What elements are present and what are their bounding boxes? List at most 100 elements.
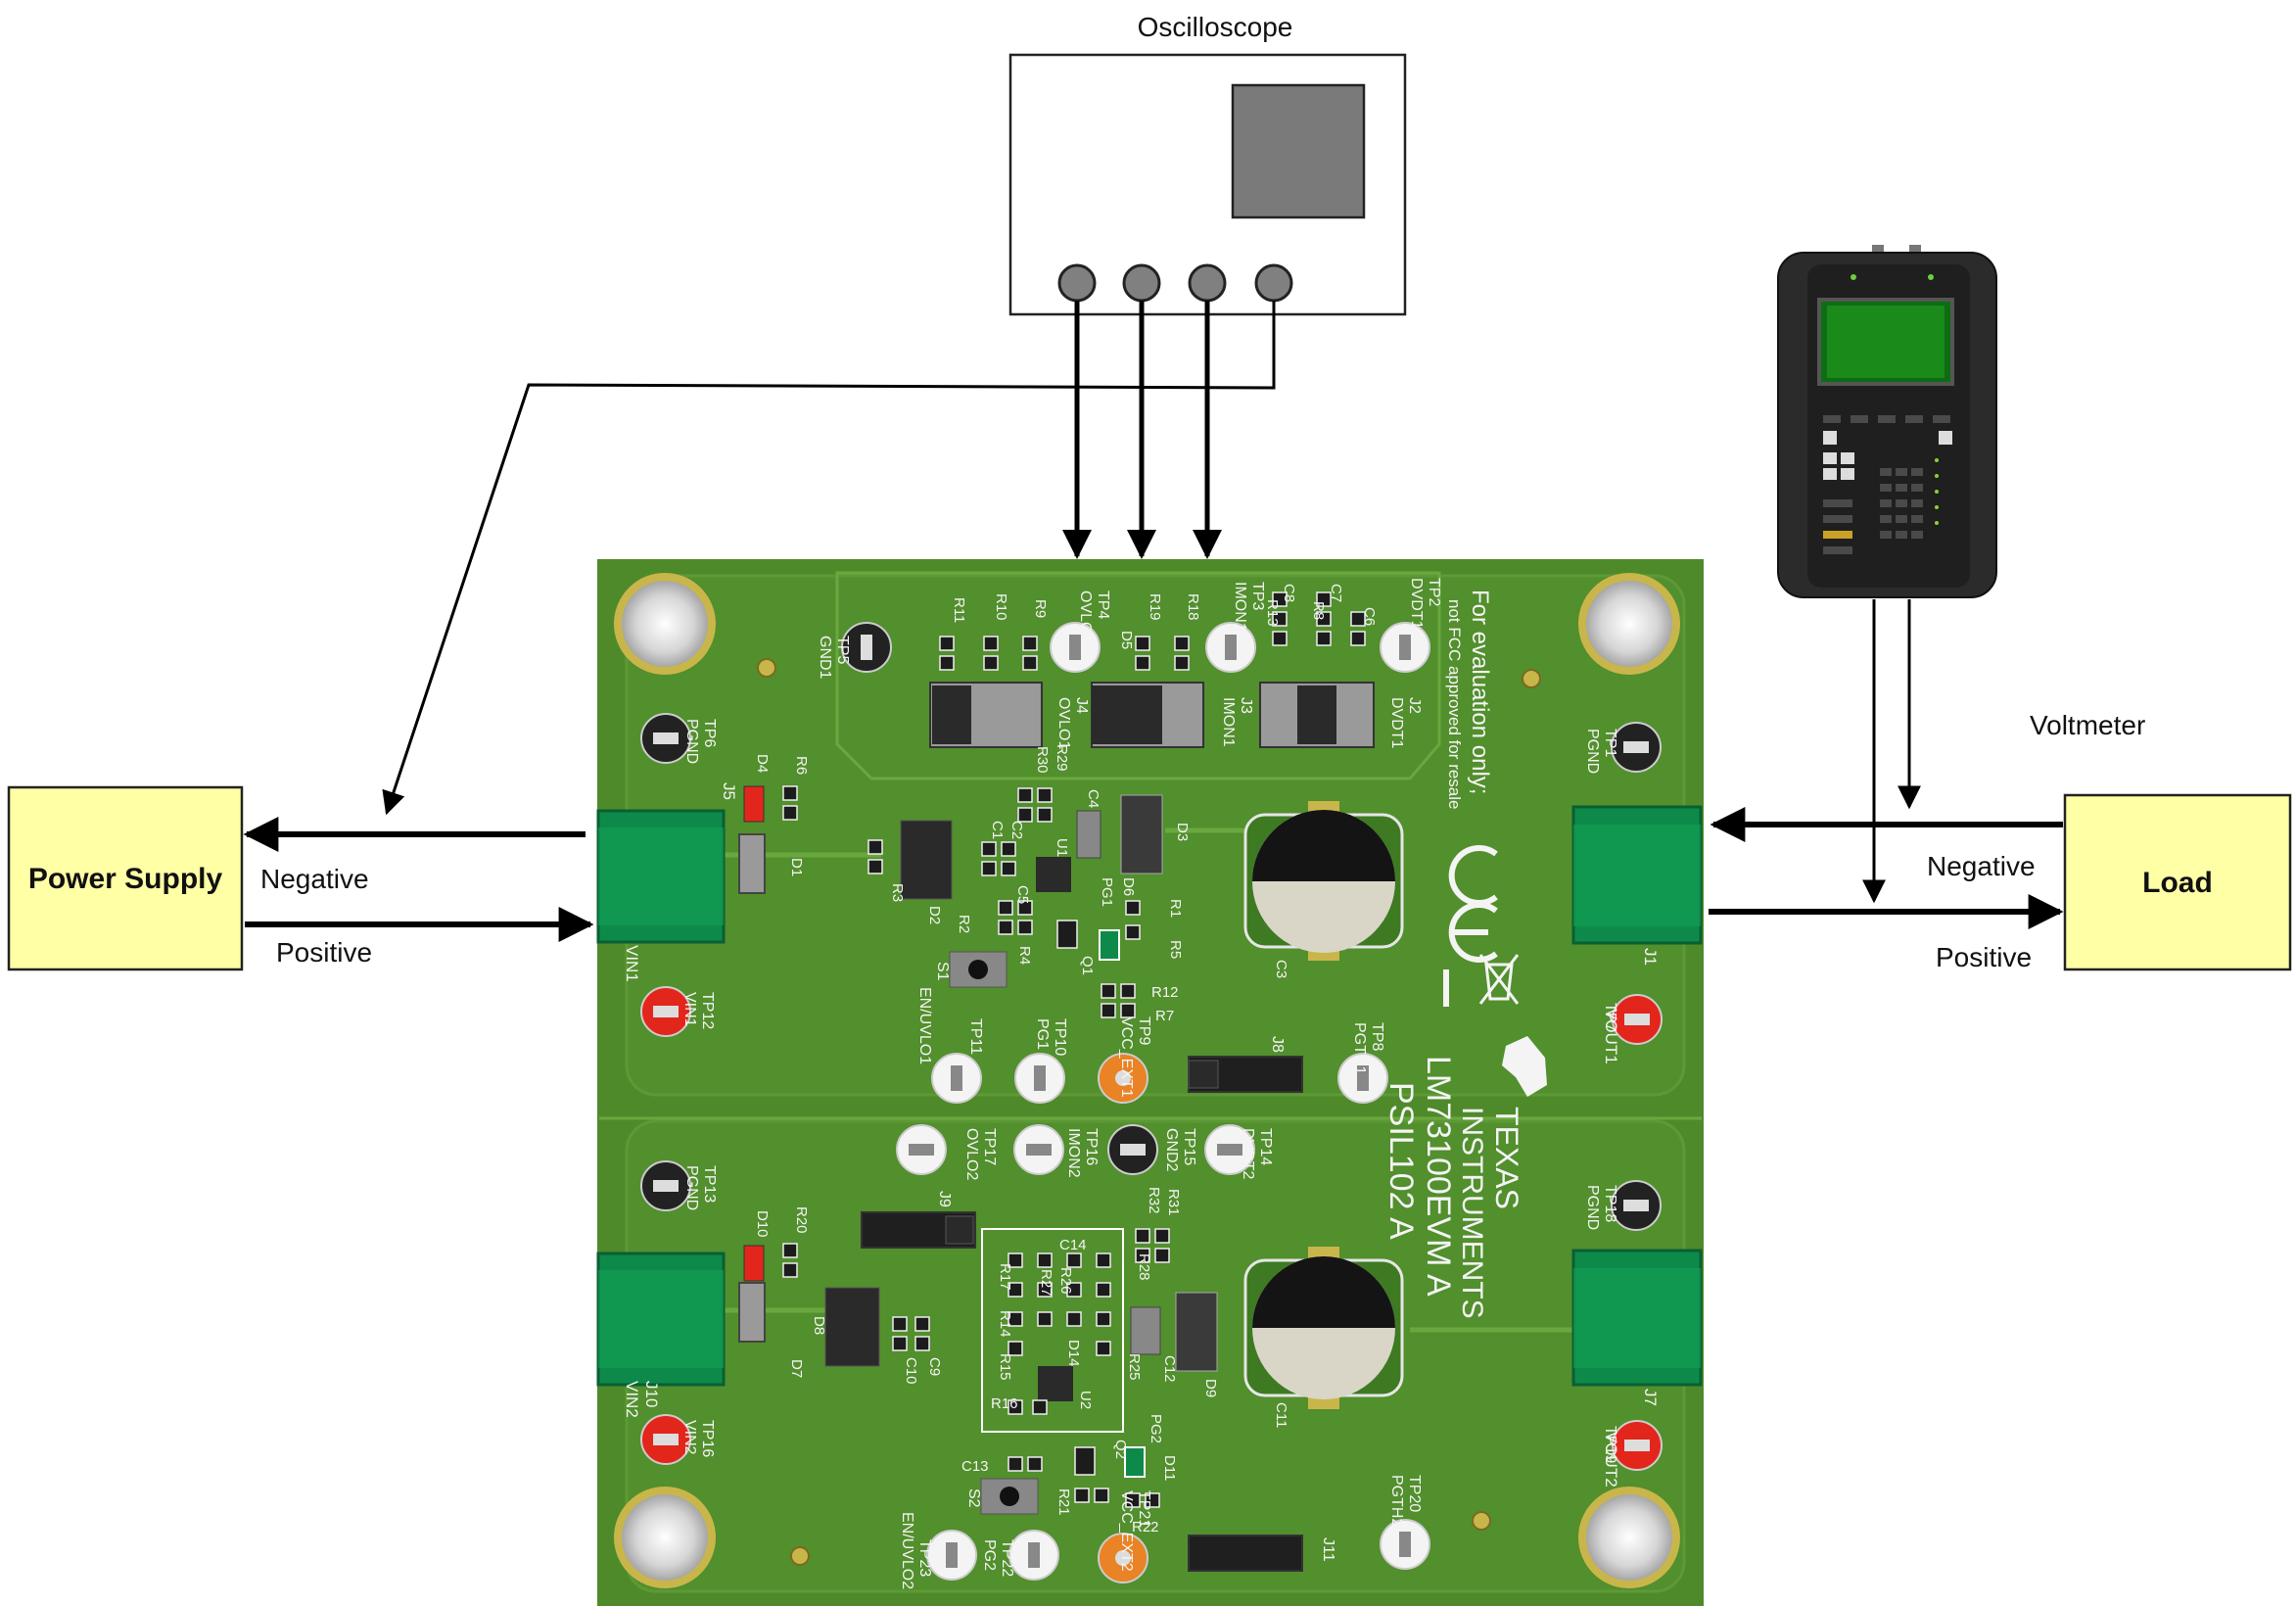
board-brand-line1: TEXAS — [1489, 1107, 1524, 1209]
jumper-headers — [861, 682, 1375, 1572]
oscilloscope-channel-1 — [1057, 263, 1097, 303]
voltmeter-display-lcd — [1827, 306, 1945, 378]
label-c4: C4 — [1085, 789, 1101, 808]
terminal-blocks — [596, 805, 1703, 1387]
label-dvdt2: DVDT2 — [1240, 1128, 1256, 1180]
oscilloscope-channel-4 — [1254, 263, 1293, 303]
diode-d3 — [1120, 794, 1163, 874]
label-tp18-pgnd: PGND — [1584, 1185, 1601, 1230]
pcb-pour-top-island — [835, 571, 1441, 780]
label-tp1: TP1 — [1602, 729, 1618, 757]
label-j1: J1 — [1641, 948, 1660, 966]
tp-black — [640, 622, 1662, 1231]
label-r18: R18 — [1185, 593, 1201, 621]
label-r31: R31 — [1165, 1189, 1182, 1216]
label-r8: R8 — [1310, 601, 1327, 620]
oscilloscope-screen — [1231, 83, 1366, 219]
label-tp6-pgnd: PGND — [683, 719, 700, 764]
label-d7: D7 — [788, 1359, 805, 1378]
label-gnd2: GND2 — [1163, 1128, 1180, 1172]
label-r32: R32 — [1146, 1187, 1162, 1214]
label-d10: D10 — [754, 1210, 771, 1238]
label-vout2: VOUT2 — [1602, 1432, 1620, 1488]
label-vout1: VOUT1 — [1602, 1009, 1620, 1064]
label-tp4: TP4 — [1095, 590, 1111, 619]
mounting-hole-tl — [614, 573, 716, 675]
led-pg2 — [1124, 1446, 1146, 1478]
label-c14: C14 — [1059, 1237, 1087, 1253]
test-points — [640, 622, 1663, 1583]
ic-area-2 — [981, 1228, 1124, 1433]
label-tp8: TP8 — [1369, 1022, 1385, 1051]
diode-d5 — [1076, 810, 1101, 859]
label-r30: R30 — [1034, 746, 1051, 774]
label-tp19: TP19 — [1602, 1426, 1618, 1463]
probe-wire-4 — [382, 301, 1276, 816]
label-j9: J9 — [936, 1191, 953, 1207]
label-c11: C11 — [1273, 1402, 1289, 1428]
label-j7: J7 — [1641, 1389, 1660, 1406]
label-r20: R20 — [793, 1206, 810, 1234]
label-u2: U2 — [1077, 1391, 1094, 1409]
board-brand-line2: INSTRUMENTS — [1456, 1107, 1488, 1319]
diode-d4 — [743, 785, 765, 823]
label-tp16b: TP16 — [699, 1420, 716, 1457]
label-r17: R17 — [997, 1263, 1013, 1291]
load-label: Load — [2142, 867, 2213, 899]
ic-u2 — [1038, 1366, 1073, 1401]
label-r7: R7 — [1155, 1008, 1174, 1024]
label-c13: C13 — [961, 1458, 989, 1475]
label-tp12: TP12 — [699, 992, 716, 1029]
label-j4-ovlo1: OVLO1 — [1055, 697, 1072, 749]
label-j3: J3 — [1238, 697, 1254, 714]
diode-d7 — [738, 1282, 766, 1343]
board-part: PSIL102 A — [1382, 1082, 1420, 1240]
board-eval-notice: For evaluation only; — [1467, 590, 1493, 794]
label-pgth2: PGTH2 — [1388, 1475, 1405, 1527]
label-q2: Q2 — [1112, 1440, 1129, 1459]
label-tp9: TP9 — [1136, 1016, 1152, 1045]
label-r21: R21 — [1055, 1488, 1072, 1516]
label-tp2: TP2 — [1426, 578, 1442, 606]
capacitor-c12 — [1130, 1306, 1161, 1355]
board-fcc-notice: not FCC approved for resale — [1445, 599, 1464, 810]
label-j5: J5 — [720, 782, 738, 800]
led-pg1 — [1099, 929, 1120, 961]
label-c10: C10 — [903, 1357, 919, 1385]
voltmeter-indicators — [1935, 458, 1939, 525]
voltmeter-led-right — [1928, 274, 1934, 280]
label-vin2b: VIN2 — [681, 1420, 698, 1455]
label-j3-imon1: IMON1 — [1220, 697, 1237, 747]
label-tp11: TP11 — [967, 1018, 984, 1055]
label-r9: R9 — [1032, 599, 1049, 618]
voltmeter: Voltmeter — [1777, 245, 2145, 740]
label-d2: D2 — [926, 906, 943, 924]
label-tp20: TP20 — [1406, 1475, 1423, 1512]
components — [738, 591, 1366, 1515]
label-r11: R11 — [951, 597, 967, 623]
tp-orange — [1098, 1053, 1148, 1583]
label-tp15: TP15 — [1181, 1128, 1197, 1165]
label-d3: D3 — [1174, 823, 1191, 841]
label-tp23: TP23 — [916, 1539, 933, 1577]
label-c9: C9 — [926, 1357, 943, 1376]
label-s2: S2 — [965, 1488, 982, 1508]
label-r29: R29 — [1054, 744, 1070, 772]
label-r12: R12 — [1151, 984, 1179, 1001]
label-r22: R22 — [1132, 1519, 1159, 1535]
diode-d1 — [738, 833, 766, 894]
label-vin2: VIN2 — [623, 1381, 641, 1418]
label-r5: R5 — [1167, 940, 1184, 959]
label-j2-dvdt1: DVDT1 — [1388, 697, 1405, 749]
label-pg1-led: PG1 — [1099, 877, 1115, 907]
label-c6: C6 — [1361, 607, 1378, 626]
label-r13: R13 — [1264, 599, 1281, 627]
board-silkscreen: For evaluation only; not FCC approved fo… — [623, 578, 1660, 1589]
label-en-uvlo2: EN/UVLO2 — [899, 1512, 915, 1589]
label-q1: Q1 — [1079, 956, 1096, 975]
label-c2: C2 — [1008, 821, 1025, 839]
label-en-uvlo1: EN/UVLO1 — [916, 987, 933, 1064]
label-tp10: TP10 — [1052, 1018, 1068, 1056]
power-supply-box — [7, 785, 244, 971]
label-tp17: TP17 — [981, 1128, 998, 1165]
